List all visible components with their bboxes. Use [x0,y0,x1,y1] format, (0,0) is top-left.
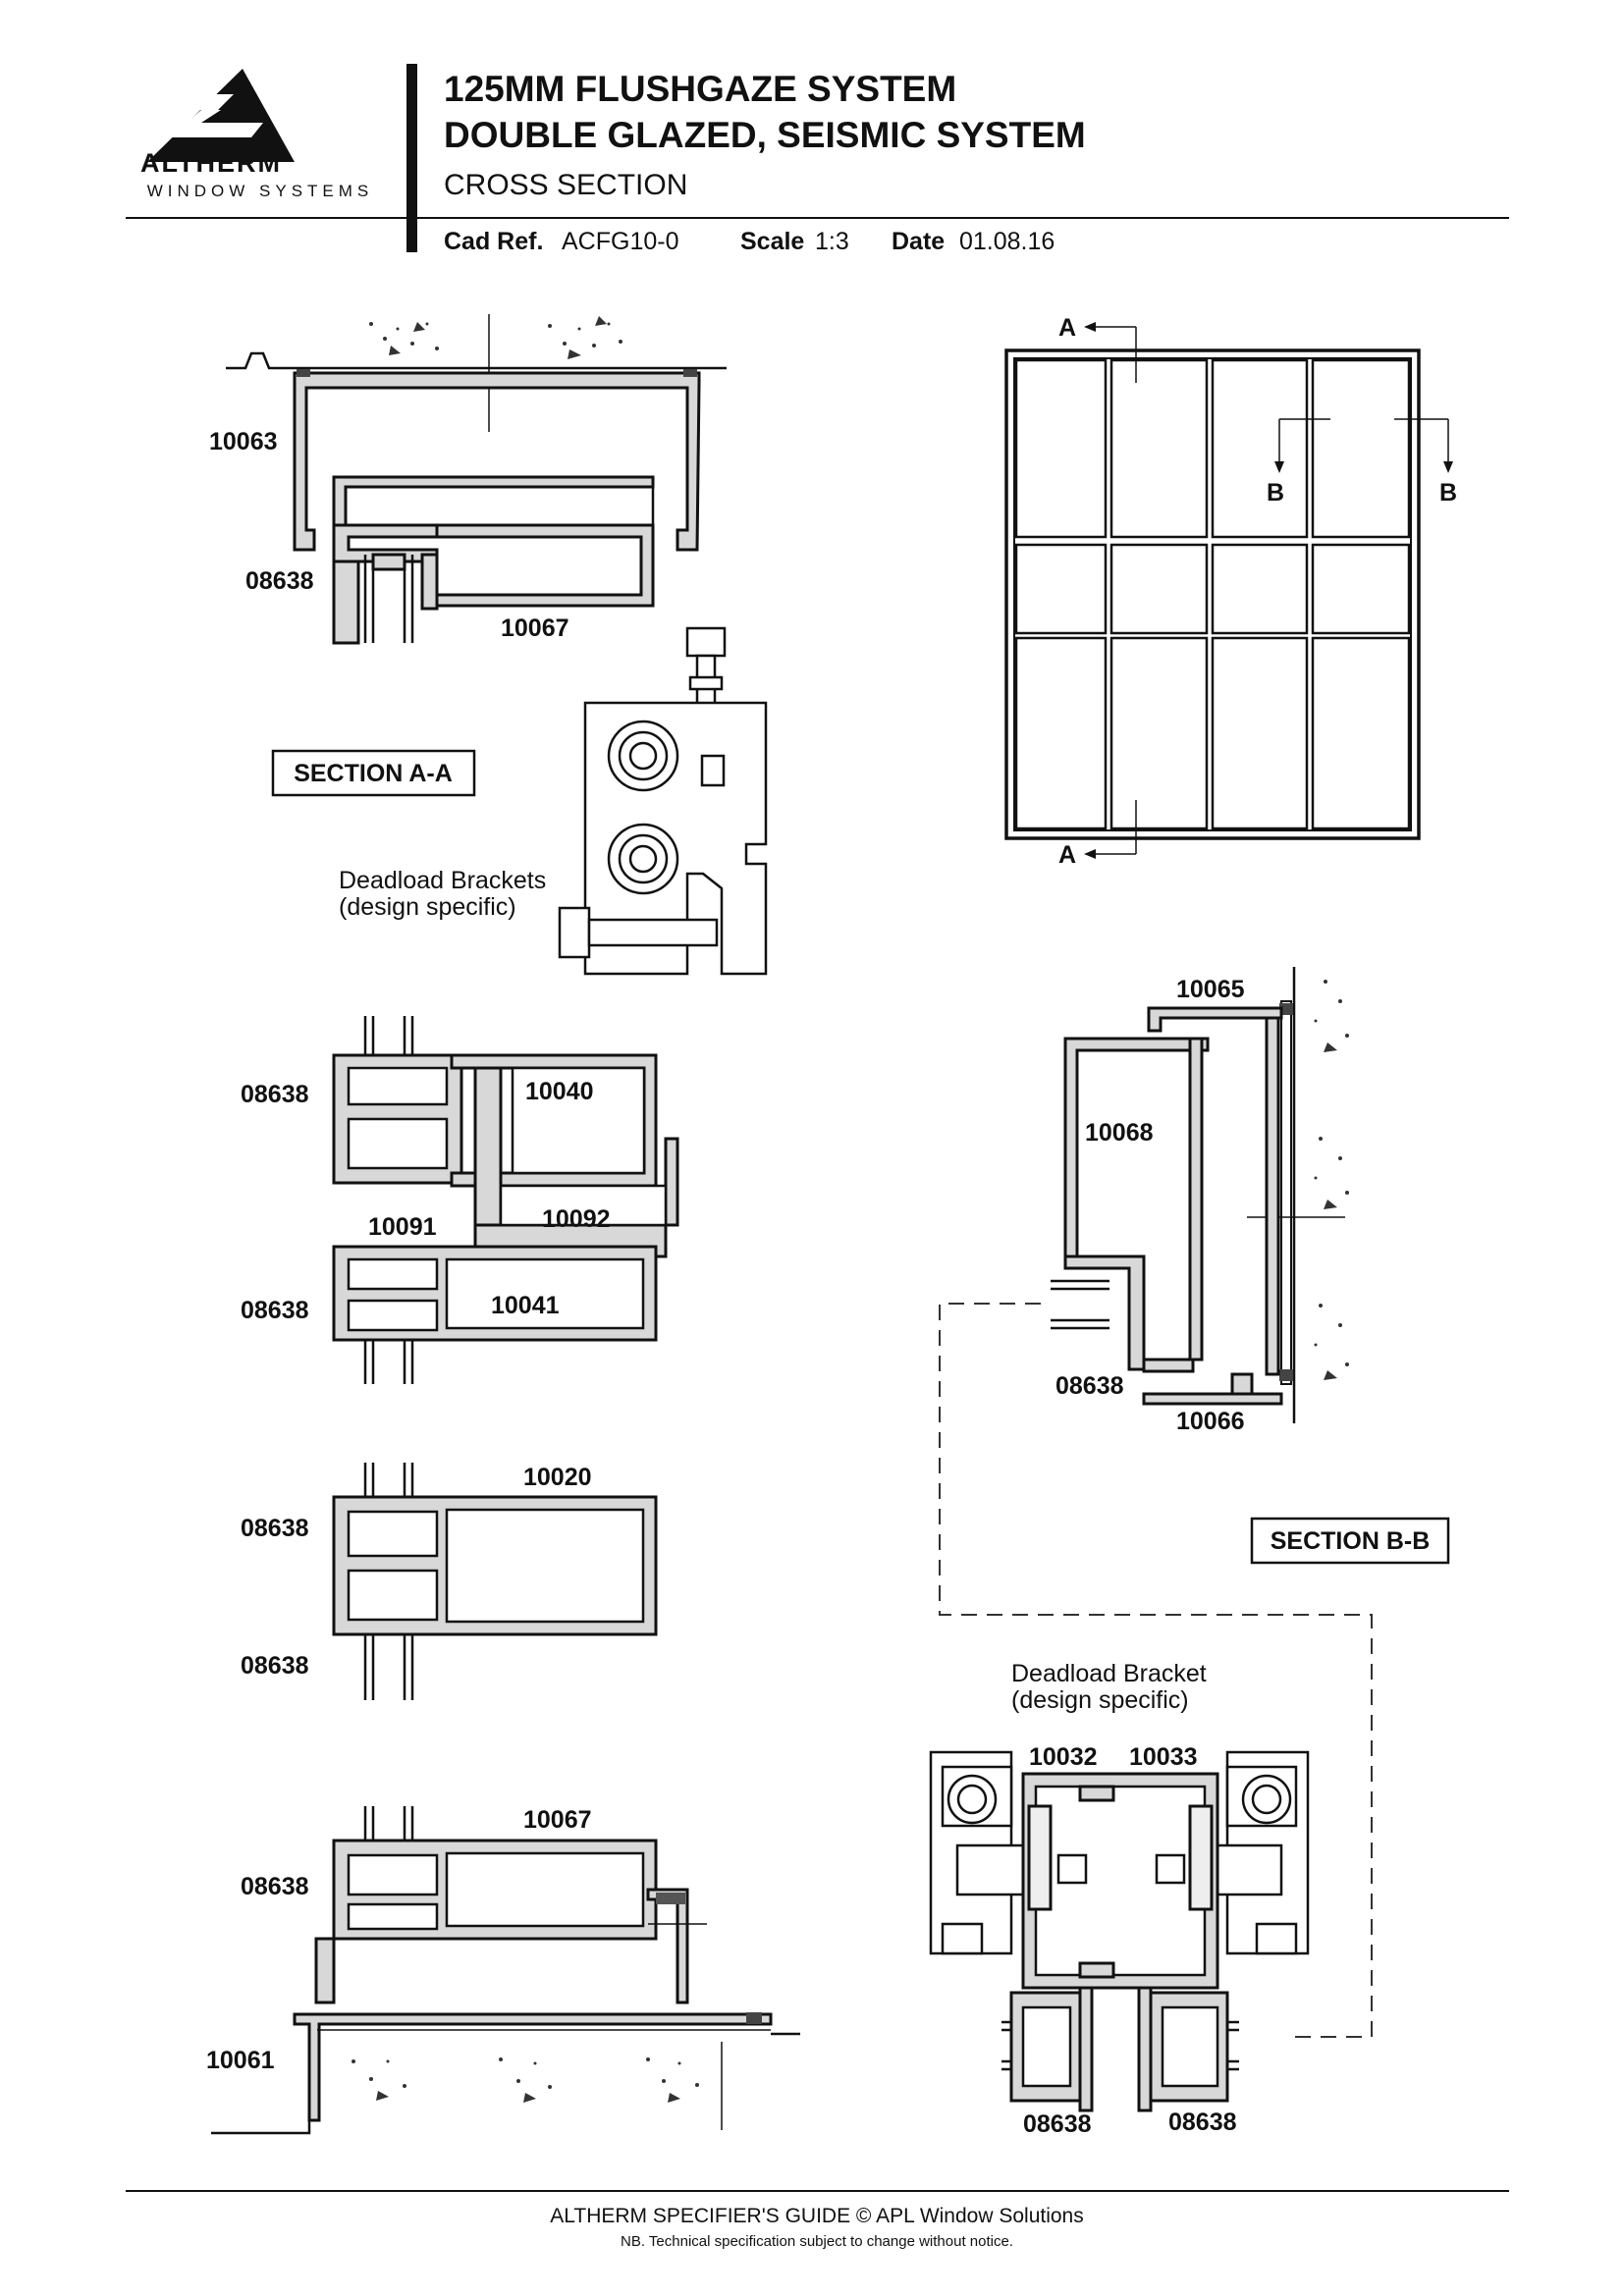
title-line-1: 125MM FLUSHGAZE SYSTEM [444,69,956,109]
part-label-10067-sill: 10067 [523,1806,592,1834]
head-detail: 10063 08638 10067 [209,314,727,645]
section-marker-b-right: B [1439,479,1457,507]
title-bar [406,64,417,252]
title-block: ALTHERM WINDOW SYSTEMS 125MM FLUSHGAZE S… [126,64,1509,255]
section-aa-label: SECTION A-A [294,760,453,787]
callout-dashed-link [939,1303,1373,2038]
part-label-10040: 10040 [525,1078,594,1105]
part-label-10065: 10065 [1176,976,1245,1003]
cad-ref-label: Cad Ref. [444,228,543,255]
bracket-note-a-line2: (design specific) [339,893,516,921]
part-label-10066: 10066 [1176,1408,1245,1435]
scale-value: 1:3 [815,228,849,255]
part-label-08638-sill: 08638 [241,1873,309,1900]
part-label-10067-head: 10067 [501,614,569,642]
part-label-10068: 10068 [1085,1119,1154,1147]
part-label-10041: 10041 [491,1292,560,1319]
part-label-10091: 10091 [368,1213,437,1241]
part-label-10032: 10032 [1029,1743,1098,1771]
cad-ref-value: ACFG10-0 [562,228,678,255]
date-label: Date [892,228,945,255]
part-label-10061: 10061 [206,2047,275,2074]
part-label-08638-mullion-right: 08638 [1168,2109,1237,2136]
footer: ALTHERM SPECIFIER'S GUIDE © APL Window S… [126,2190,1509,2250]
transom-detail: 08638 10040 10091 10092 08638 10041 [241,1016,679,1384]
mid-transom-detail: 10020 08638 08638 [241,1463,658,1700]
part-label-10092: 10092 [542,1205,611,1233]
section-marker-a-top: A [1058,314,1076,342]
bracket-note-b-line1: Deadload Bracket [1011,1660,1207,1687]
part-label-08638-mullion-left: 08638 [1023,2110,1092,2138]
part-label-08638-transom-bottom: 08638 [241,1297,309,1324]
jamb-detail: 10065 10068 08638 10066 [1051,967,1349,1435]
section-bb-title: SECTION B-B [1250,1517,1450,1565]
bracket-note-b-line2: (design specific) [1011,1686,1189,1714]
title-line-2: DOUBLE GLAZED, SEISMIC SYSTEM [444,115,1086,155]
section-marker-a-bottom: A [1058,841,1076,869]
part-label-10063: 10063 [209,428,278,455]
elevation-view: A A B B [1004,314,1457,869]
part-label-08638-transom-top: 08638 [241,1081,309,1108]
mullion-detail: Deadload Bracket (design specific) [929,1660,1310,2138]
part-label-08638-mid-top: 08638 [241,1515,309,1542]
footer-notice: NB. Technical specification subject to c… [621,2233,1013,2250]
date-value: 01.08.16 [959,228,1055,255]
part-label-08638-mid-bottom: 08638 [241,1652,309,1680]
part-label-08638-jamb: 08638 [1055,1372,1124,1400]
logo-subtitle: WINDOW SYSTEMS [147,182,374,200]
section-bb-label: SECTION B-B [1271,1527,1431,1555]
logo-word: ALTHERM [140,148,282,178]
section-marker-b-left: B [1267,479,1284,507]
part-label-08638-head: 08638 [245,567,314,595]
altherm-logo: ALTHERM WINDOW SYSTEMS [140,69,374,200]
scale-label: Scale [740,228,804,255]
bracket-note-a-line1: Deadload Brackets [339,867,546,894]
concrete-hatch [369,316,622,359]
sill-detail: 10067 08638 10061 [206,1806,800,2135]
part-label-10020: 10020 [523,1464,592,1491]
section-aa-title: SECTION A-A [271,749,476,797]
part-label-10033: 10033 [1129,1743,1198,1771]
drawing-subtitle: CROSS SECTION [444,169,687,201]
deadload-bracket-a: Deadload Brackets (design specific) [339,626,768,976]
footer-credit: ALTHERM SPECIFIER'S GUIDE © APL Window S… [550,2205,1083,2227]
